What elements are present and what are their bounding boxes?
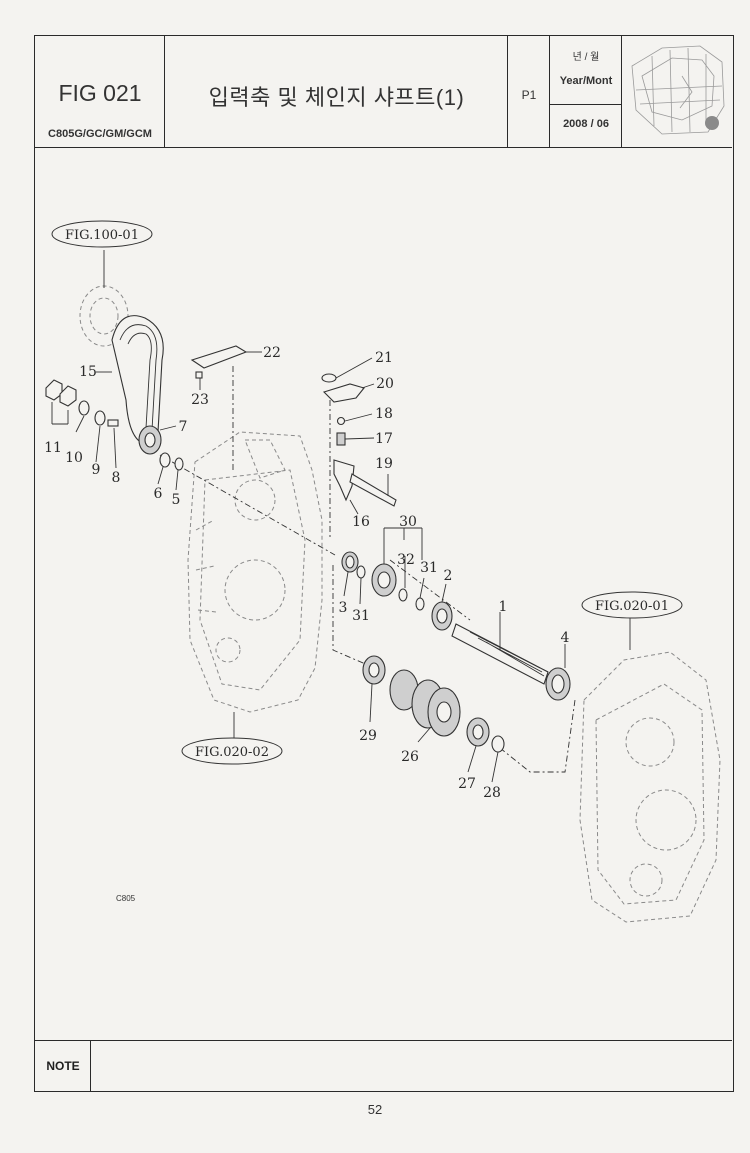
fig-ref-label: FIG.020-02 bbox=[195, 745, 269, 760]
fig-ref-bubble bbox=[51, 220, 153, 248]
date-divider bbox=[550, 104, 622, 105]
part-label: 31 bbox=[352, 608, 370, 624]
part-label: 5 bbox=[172, 492, 181, 508]
harvester-thumbnail-image bbox=[631, 45, 725, 135]
part-label: 19 bbox=[375, 456, 393, 472]
model-list: C805G/GC/GM/GCM bbox=[48, 128, 152, 140]
drawing-code: C805 bbox=[116, 894, 136, 903]
note-row: NOTE bbox=[35, 1040, 732, 1091]
parts-sheet: FIG 021 C805G/GC/GM/GCM 입력축 및 체인지 샤프트(1)… bbox=[34, 35, 734, 1092]
left-gear-case-outline bbox=[187, 431, 323, 713]
drive-sprocket bbox=[138, 425, 162, 455]
shift-fork-assembly bbox=[321, 373, 397, 507]
part-label: 8 bbox=[112, 470, 121, 486]
part-number-labels: 1 2 3 4 5 6 7 8 9 10 11 15 16 17 18 19 2… bbox=[44, 345, 569, 801]
part-label: 32 bbox=[397, 552, 415, 568]
part-label: 15 bbox=[79, 364, 97, 380]
part-label: 28 bbox=[483, 785, 501, 801]
part-label: 9 bbox=[92, 462, 101, 478]
fig-ref-label: FIG.020-01 bbox=[595, 599, 669, 614]
counter-shaft-parts bbox=[362, 655, 505, 753]
part-label: 3 bbox=[339, 600, 348, 616]
revision-date: 2008 / 06 bbox=[563, 118, 609, 130]
assembly-lines bbox=[159, 366, 576, 773]
part-label: 17 bbox=[375, 431, 393, 447]
nuts-and-washers bbox=[45, 379, 184, 471]
right-gear-case-outline bbox=[579, 651, 721, 923]
year-month-korean-label: 년 / 월 bbox=[572, 52, 600, 63]
part-label: 21 bbox=[375, 350, 393, 366]
bracket-22 bbox=[190, 345, 248, 379]
part-label: 26 bbox=[401, 749, 419, 765]
part-label: 6 bbox=[154, 486, 163, 502]
part-label: 16 bbox=[352, 514, 370, 530]
title-block: FIG 021 C805G/GC/GM/GCM 입력축 및 체인지 샤프트(1)… bbox=[35, 36, 732, 148]
part-label: 4 bbox=[561, 630, 570, 646]
note-label-cell: NOTE bbox=[35, 1041, 91, 1091]
date-cell: 년 / 월 Year/Mont 2008 / 06 bbox=[550, 36, 622, 147]
figure-cell: FIG 021 C805G/GC/GM/GCM bbox=[35, 36, 165, 147]
figure-number: FIG 021 bbox=[58, 80, 142, 106]
part-label: 11 bbox=[44, 440, 62, 456]
part-label: 29 bbox=[359, 728, 377, 744]
year-month-english-label: Year/Mont bbox=[559, 75, 613, 87]
page-code: P1 bbox=[521, 88, 537, 102]
part-label: 23 bbox=[191, 392, 209, 408]
part-label: 18 bbox=[375, 406, 393, 422]
fig-ref-bubble bbox=[181, 737, 283, 765]
drive-chain bbox=[111, 315, 164, 446]
part-label: 30 bbox=[399, 514, 417, 530]
thumbnail-dot bbox=[705, 116, 719, 130]
title-cell: 입력축 및 체인지 샤프트(1) bbox=[165, 36, 508, 147]
fig-ref-label: FIG.100-01 bbox=[65, 228, 139, 243]
part-label: 20 bbox=[376, 376, 394, 392]
input-shaft-parts bbox=[341, 551, 571, 701]
note-label: NOTE bbox=[46, 1059, 80, 1073]
part-label: 2 bbox=[444, 568, 453, 584]
page-code-cell: P1 bbox=[508, 36, 550, 147]
page-title: 입력축 및 체인지 샤프트(1) bbox=[208, 85, 465, 110]
part-label: 1 bbox=[499, 599, 508, 615]
part-label: 31 bbox=[420, 560, 438, 576]
figure-reference-bubbles: FIG.100-01 FIG.020-01 FIG.020-02 bbox=[51, 220, 683, 765]
fig-ref-bubble bbox=[581, 591, 683, 619]
machine-thumbnail bbox=[622, 36, 732, 147]
part-label: 7 bbox=[179, 419, 188, 435]
part-label: 10 bbox=[65, 450, 83, 466]
part-label: 27 bbox=[458, 776, 476, 792]
page-number: 52 bbox=[367, 1102, 383, 1117]
part-label: 22 bbox=[263, 345, 281, 361]
leader-lines bbox=[51, 250, 631, 783]
